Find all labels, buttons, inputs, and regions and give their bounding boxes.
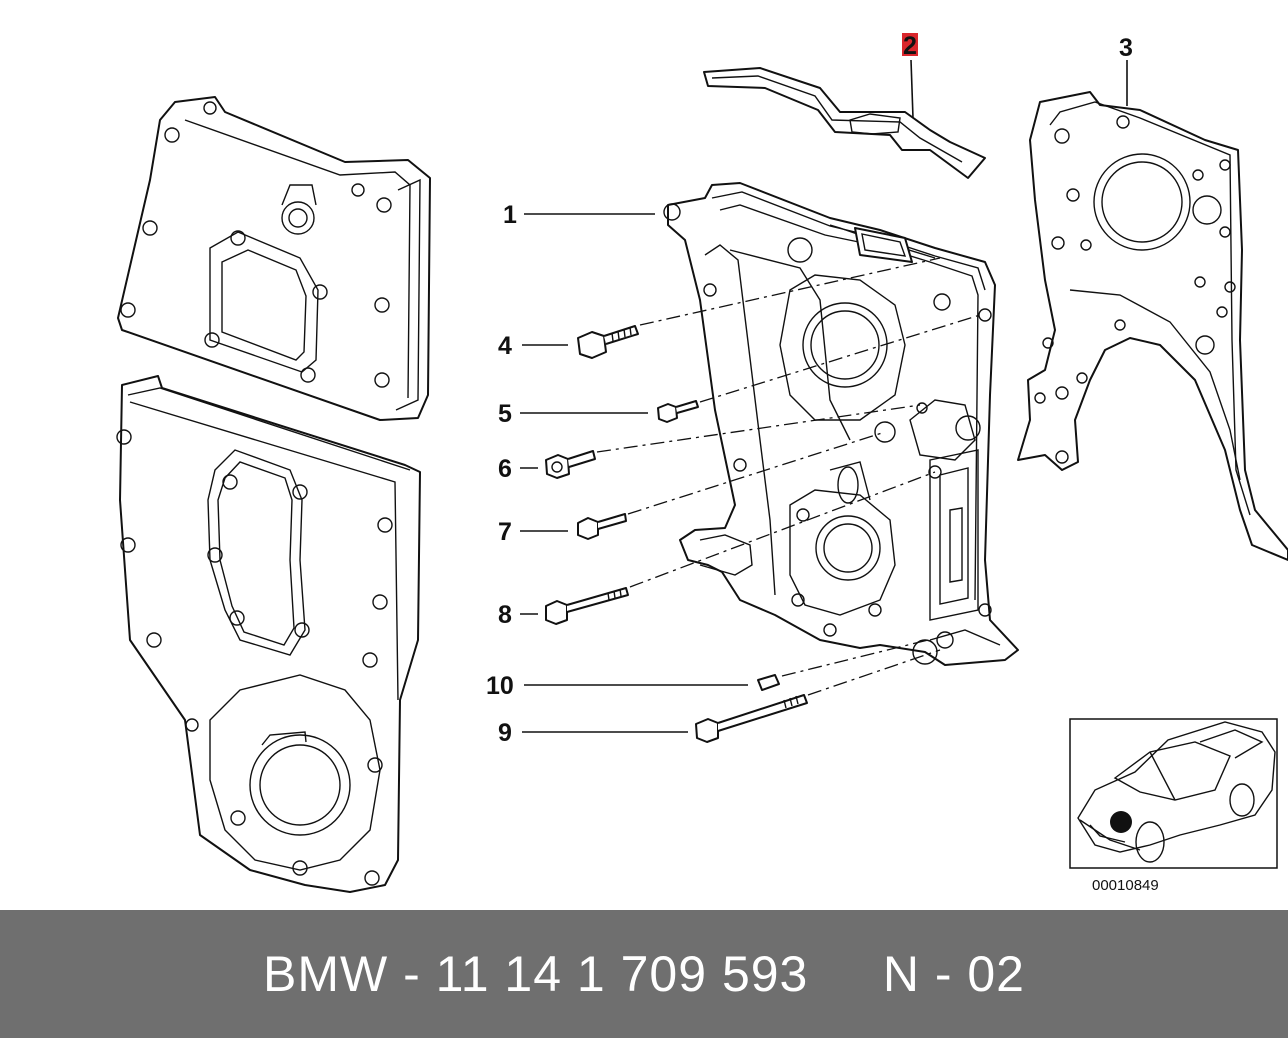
bolt-6: [545, 450, 596, 479]
callout-6: 6: [498, 455, 512, 483]
location-marker: [1110, 811, 1132, 833]
callout-10: 10: [486, 672, 514, 700]
callout-8: 8: [498, 601, 512, 629]
gasket-strip: [703, 67, 986, 179]
callout-2-highlight: [902, 33, 918, 56]
bolt-9: [695, 694, 808, 743]
timing-case: [663, 182, 1019, 666]
upper-timing-cover: [117, 96, 431, 421]
callouts: 1 2 3 4 5 6 7 8 10 9: [486, 32, 1133, 747]
callout-5: 5: [498, 400, 512, 428]
head-gasket: [1017, 91, 1288, 561]
car-location-inset: 00010849: [1069, 718, 1278, 894]
callout-4: 4: [498, 332, 512, 360]
callout-9: 9: [498, 719, 512, 747]
bolt-7: [577, 513, 627, 540]
bolt-5: [657, 400, 699, 423]
callout-1: 1: [503, 201, 517, 229]
part-number-text: BMW - 11 14 1 709 593 N - 02: [263, 946, 1025, 1002]
leader-lines: [520, 59, 1128, 733]
callout-2: 2: [903, 32, 917, 60]
callout-3: 3: [1119, 34, 1133, 62]
lower-timing-cover: [116, 375, 421, 893]
parts-diagram: 1 2 3 4 5 6 7 8 10 9 00010849: [116, 32, 1288, 894]
dowel-pin-10: [757, 674, 780, 691]
bolt-4: [577, 325, 639, 359]
reference-number: 00010849: [1092, 877, 1159, 894]
callout-7: 7: [498, 518, 512, 546]
bolt-8: [545, 587, 629, 625]
footer-bar: BMW - 11 14 1 709 593 N - 02: [0, 910, 1288, 1038]
